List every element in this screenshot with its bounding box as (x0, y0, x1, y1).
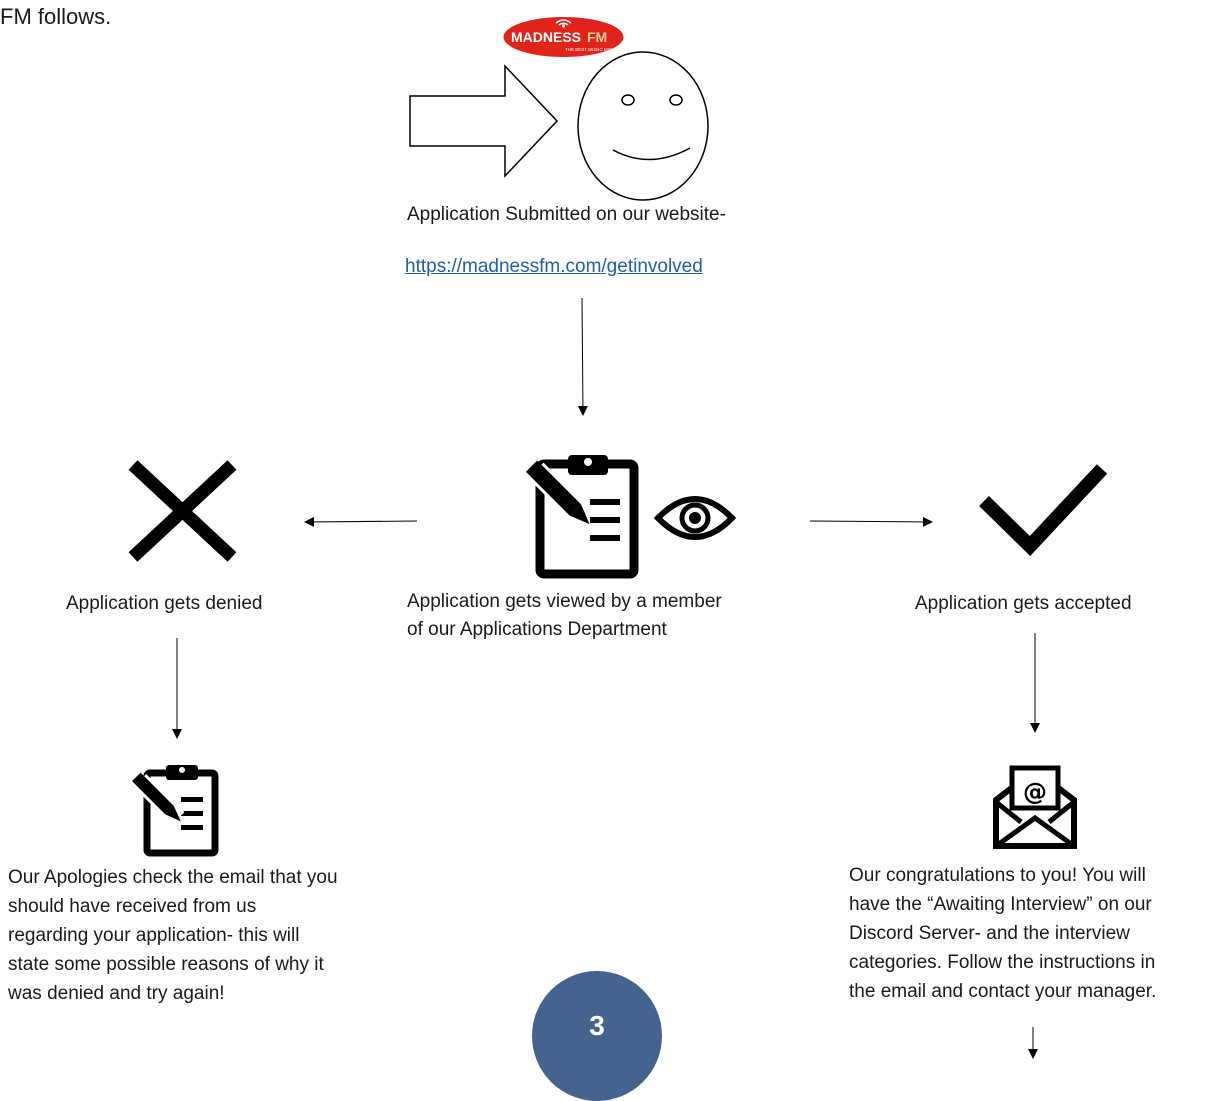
accepted-line-4: categories. Follow the instructions in (849, 952, 1156, 973)
denied-line-5: was denied and try again! (8, 983, 225, 1004)
connector-submitted-to-viewed (577, 297, 588, 416)
svg-text:THE BEST MUSIC MIX: THE BEST MUSIC MIX (565, 47, 612, 52)
connector-viewed-to-accepted (809, 516, 933, 527)
intro-fragment: FM follows. (0, 4, 112, 29)
denied-line-2: should have received from us (8, 896, 257, 917)
svg-text:FM: FM (587, 29, 607, 45)
accepted-line-3: Discord Server- and the interview (849, 923, 1130, 944)
connector-viewed-to-denied (304, 516, 418, 527)
accepted-line-1: Our congratulations to you! You will (849, 865, 1146, 886)
submitted-label: Application Submitted on our website- (407, 204, 726, 225)
svg-text:@: @ (1023, 778, 1047, 806)
eye-icon (653, 496, 737, 540)
denied-line-4: state some possible reasons of why it (8, 954, 324, 975)
viewed-label-line2: of our Applications Department (407, 619, 667, 640)
denied-line-1: Our Apologies check the email that you (8, 867, 338, 888)
cross-icon (128, 460, 237, 562)
arrow-right-outline-icon (409, 64, 559, 178)
madness-fm-logo: MADNESS FM THE BEST MUSIC MIX (503, 17, 624, 57)
accepted-line-5: the email and contact your manager. (849, 981, 1157, 1002)
smiley-face-icon (577, 51, 709, 201)
checkmark-icon (979, 464, 1108, 557)
envelope-at-icon: @ (993, 765, 1077, 849)
clipboard-pencil-icon (525, 455, 639, 579)
denied-label: Application gets denied (66, 593, 263, 614)
svg-text:MADNESS: MADNESS (511, 29, 581, 45)
getinvolved-link[interactable]: https://madnessfm.com/getinvolved (405, 256, 703, 277)
denied-line-3: regarding your application- this will (8, 925, 300, 946)
clipboard-pencil-small-icon (132, 765, 219, 857)
accepted-line-2: have the “Awaiting Interview” on our (849, 894, 1152, 915)
viewed-label-line1: Application gets viewed by a member (407, 591, 722, 612)
page-number: 3 (532, 971, 662, 1101)
accepted-label: Application gets accepted (915, 593, 1132, 614)
